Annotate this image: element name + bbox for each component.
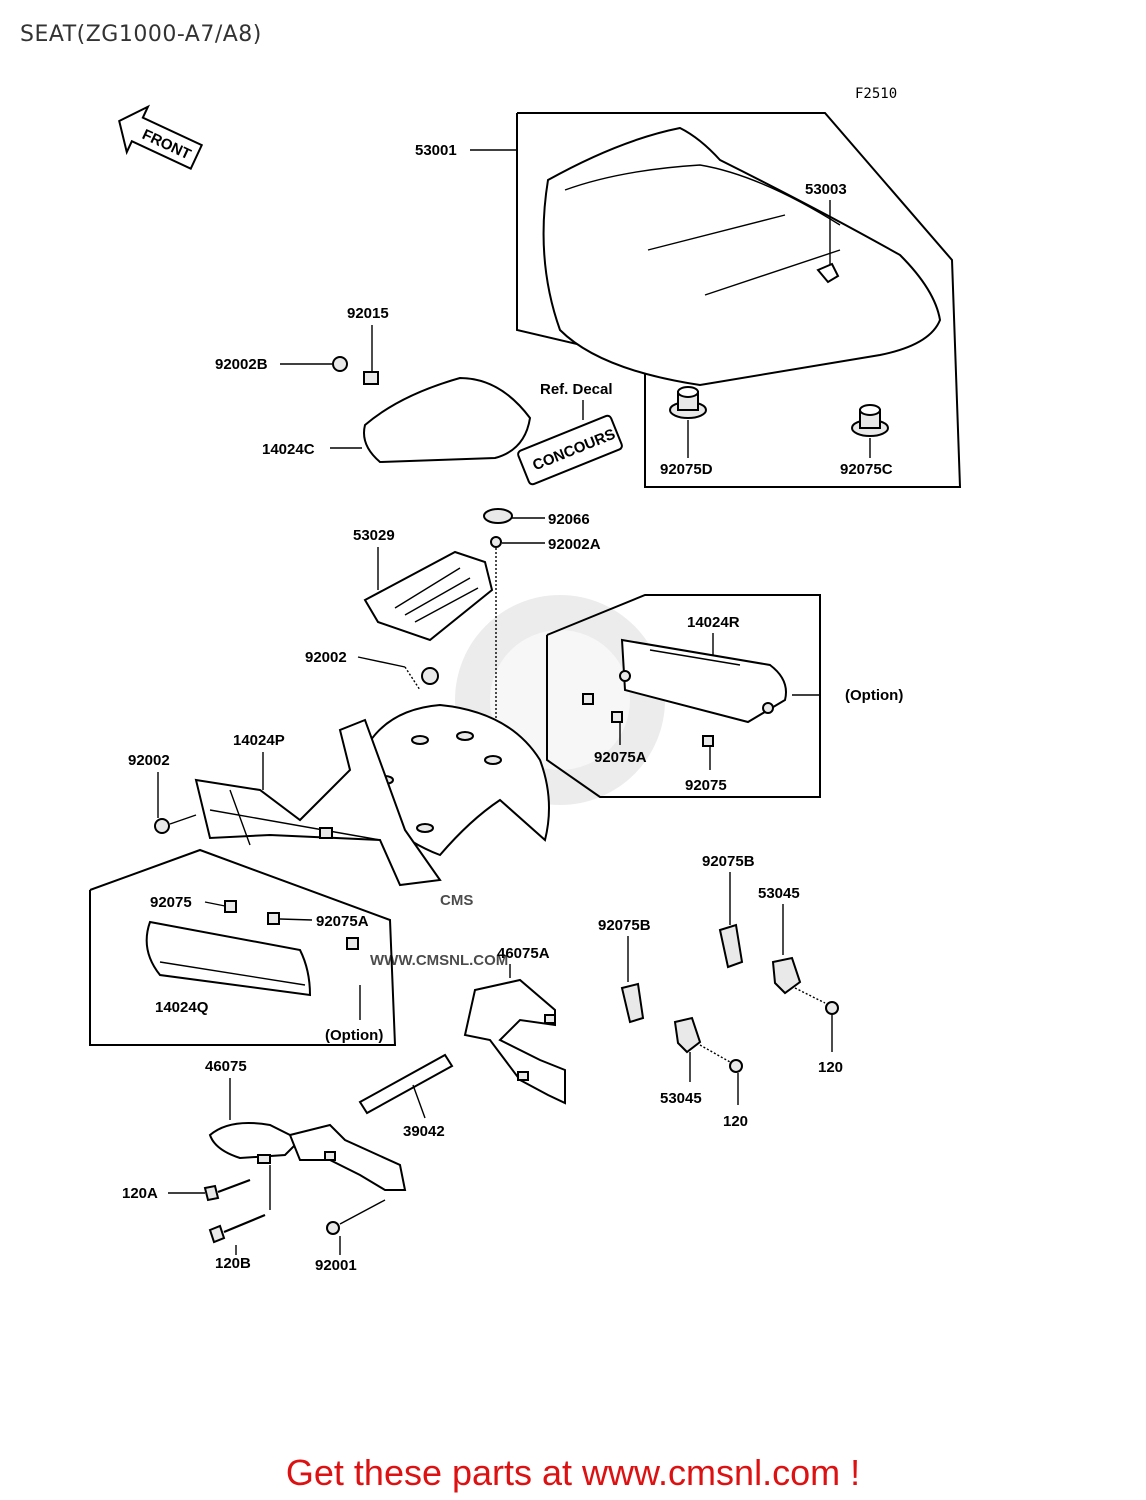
label-92002A: 92002A	[548, 536, 601, 553]
label-92075C: 92075C	[840, 461, 893, 478]
bracket-53045-lower	[673, 1016, 702, 1054]
option-box-left	[89, 848, 397, 1046]
label-92015: 92015	[347, 305, 389, 322]
rear-cover-14024P	[194, 703, 550, 887]
nut-92075A-right-a	[582, 693, 594, 705]
panel-14024Q	[145, 920, 312, 997]
nut-92075-right	[702, 735, 714, 747]
bolt-92002B	[332, 356, 348, 372]
bolt-120A	[203, 1184, 220, 1202]
label-53045-upper: 53045	[758, 885, 800, 902]
label-53003: 53003	[805, 181, 847, 198]
label-53029: 53029	[353, 527, 395, 544]
label-92075A-right: 92075A	[594, 749, 647, 766]
promo-link-text[interactable]: Get these parts at www.cmsnl.com !	[285, 1452, 861, 1493]
bolt-120B	[208, 1224, 226, 1244]
bumper-92075C	[851, 404, 889, 437]
label-92066: 92066	[548, 511, 590, 528]
bolt-92002-left	[154, 818, 170, 834]
nut-92075-left	[224, 900, 237, 913]
watermark-logo-text: CMS	[440, 892, 473, 909]
watermark-url-text: WWW.CMSNL.COM	[370, 952, 508, 969]
label-option-right: (Option)	[845, 687, 903, 704]
concours-decal: CONCOURS	[517, 414, 623, 486]
label-92001: 92001	[315, 1257, 357, 1274]
label-14024P: 14024P	[233, 732, 285, 749]
exploded-parts-diagram: CMS WWW.CMSNL.COM F2510 FRONT 53001 5300…	[89, 86, 962, 1274]
label-120A: 120A	[122, 1185, 158, 1202]
label-120-right: 120	[818, 1059, 843, 1076]
page-title: SEAT(ZG1000-A7/A8)	[20, 22, 262, 47]
main-seat	[542, 126, 942, 387]
bolt-92002A	[490, 536, 502, 548]
label-120B: 120B	[215, 1255, 251, 1272]
label-120-lower: 120	[723, 1113, 748, 1130]
label-14024R: 14024R	[687, 614, 740, 631]
label-92075B-upper: 92075B	[702, 853, 755, 870]
label-92002B: 92002B	[215, 356, 268, 373]
option-box-right	[546, 594, 821, 798]
nut-92001	[326, 1221, 340, 1235]
bolt-120-right	[825, 1001, 839, 1015]
label-92075D: 92075D	[660, 461, 713, 478]
nut-92075A-right-b	[611, 711, 623, 723]
bumper-92075D	[669, 386, 707, 419]
rod-39042	[358, 1053, 454, 1115]
bolt-120-lower	[729, 1059, 743, 1073]
label-ref-decal: Ref. Decal	[540, 381, 613, 398]
label-53001: 53001	[415, 142, 457, 159]
label-92075B-lower: 92075B	[598, 917, 651, 934]
seat-kit-box	[516, 112, 962, 488]
label-53045-lower: 53045	[660, 1090, 702, 1107]
nut-92015	[363, 371, 379, 385]
label-39042: 39042	[403, 1123, 445, 1140]
luggage-rack-53029	[363, 550, 494, 642]
bracket-53045-upper	[771, 956, 802, 995]
passenger-seat-cover-14024C	[363, 376, 532, 464]
cap-92066	[483, 508, 513, 524]
label-46075: 46075	[205, 1058, 247, 1075]
nut-92075A-left-a	[267, 912, 280, 925]
figure-code: F2510	[855, 86, 897, 102]
label-option-left: (Option)	[325, 1027, 383, 1044]
rubber-92075B-lower	[620, 982, 645, 1024]
label-92075-left: 92075	[150, 894, 192, 911]
panel-14024R	[619, 638, 787, 724]
grab-handle-46075	[208, 1122, 407, 1191]
label-46075A: 46075A	[497, 945, 550, 962]
label-92075A-left: 92075A	[316, 913, 369, 930]
nut-92075A-left-b	[346, 937, 359, 950]
front-arrow-icon: FRONT	[118, 104, 204, 171]
rubber-92075B-upper	[718, 923, 744, 969]
label-14024Q: 14024Q	[155, 999, 209, 1016]
bracket-46075A	[463, 978, 566, 1105]
label-92002-left: 92002	[128, 752, 170, 769]
label-92075-right: 92075	[685, 777, 727, 794]
label-14024C: 14024C	[262, 441, 315, 458]
label-92002-upper: 92002	[305, 649, 347, 666]
bolt-92002-upper	[421, 667, 439, 685]
